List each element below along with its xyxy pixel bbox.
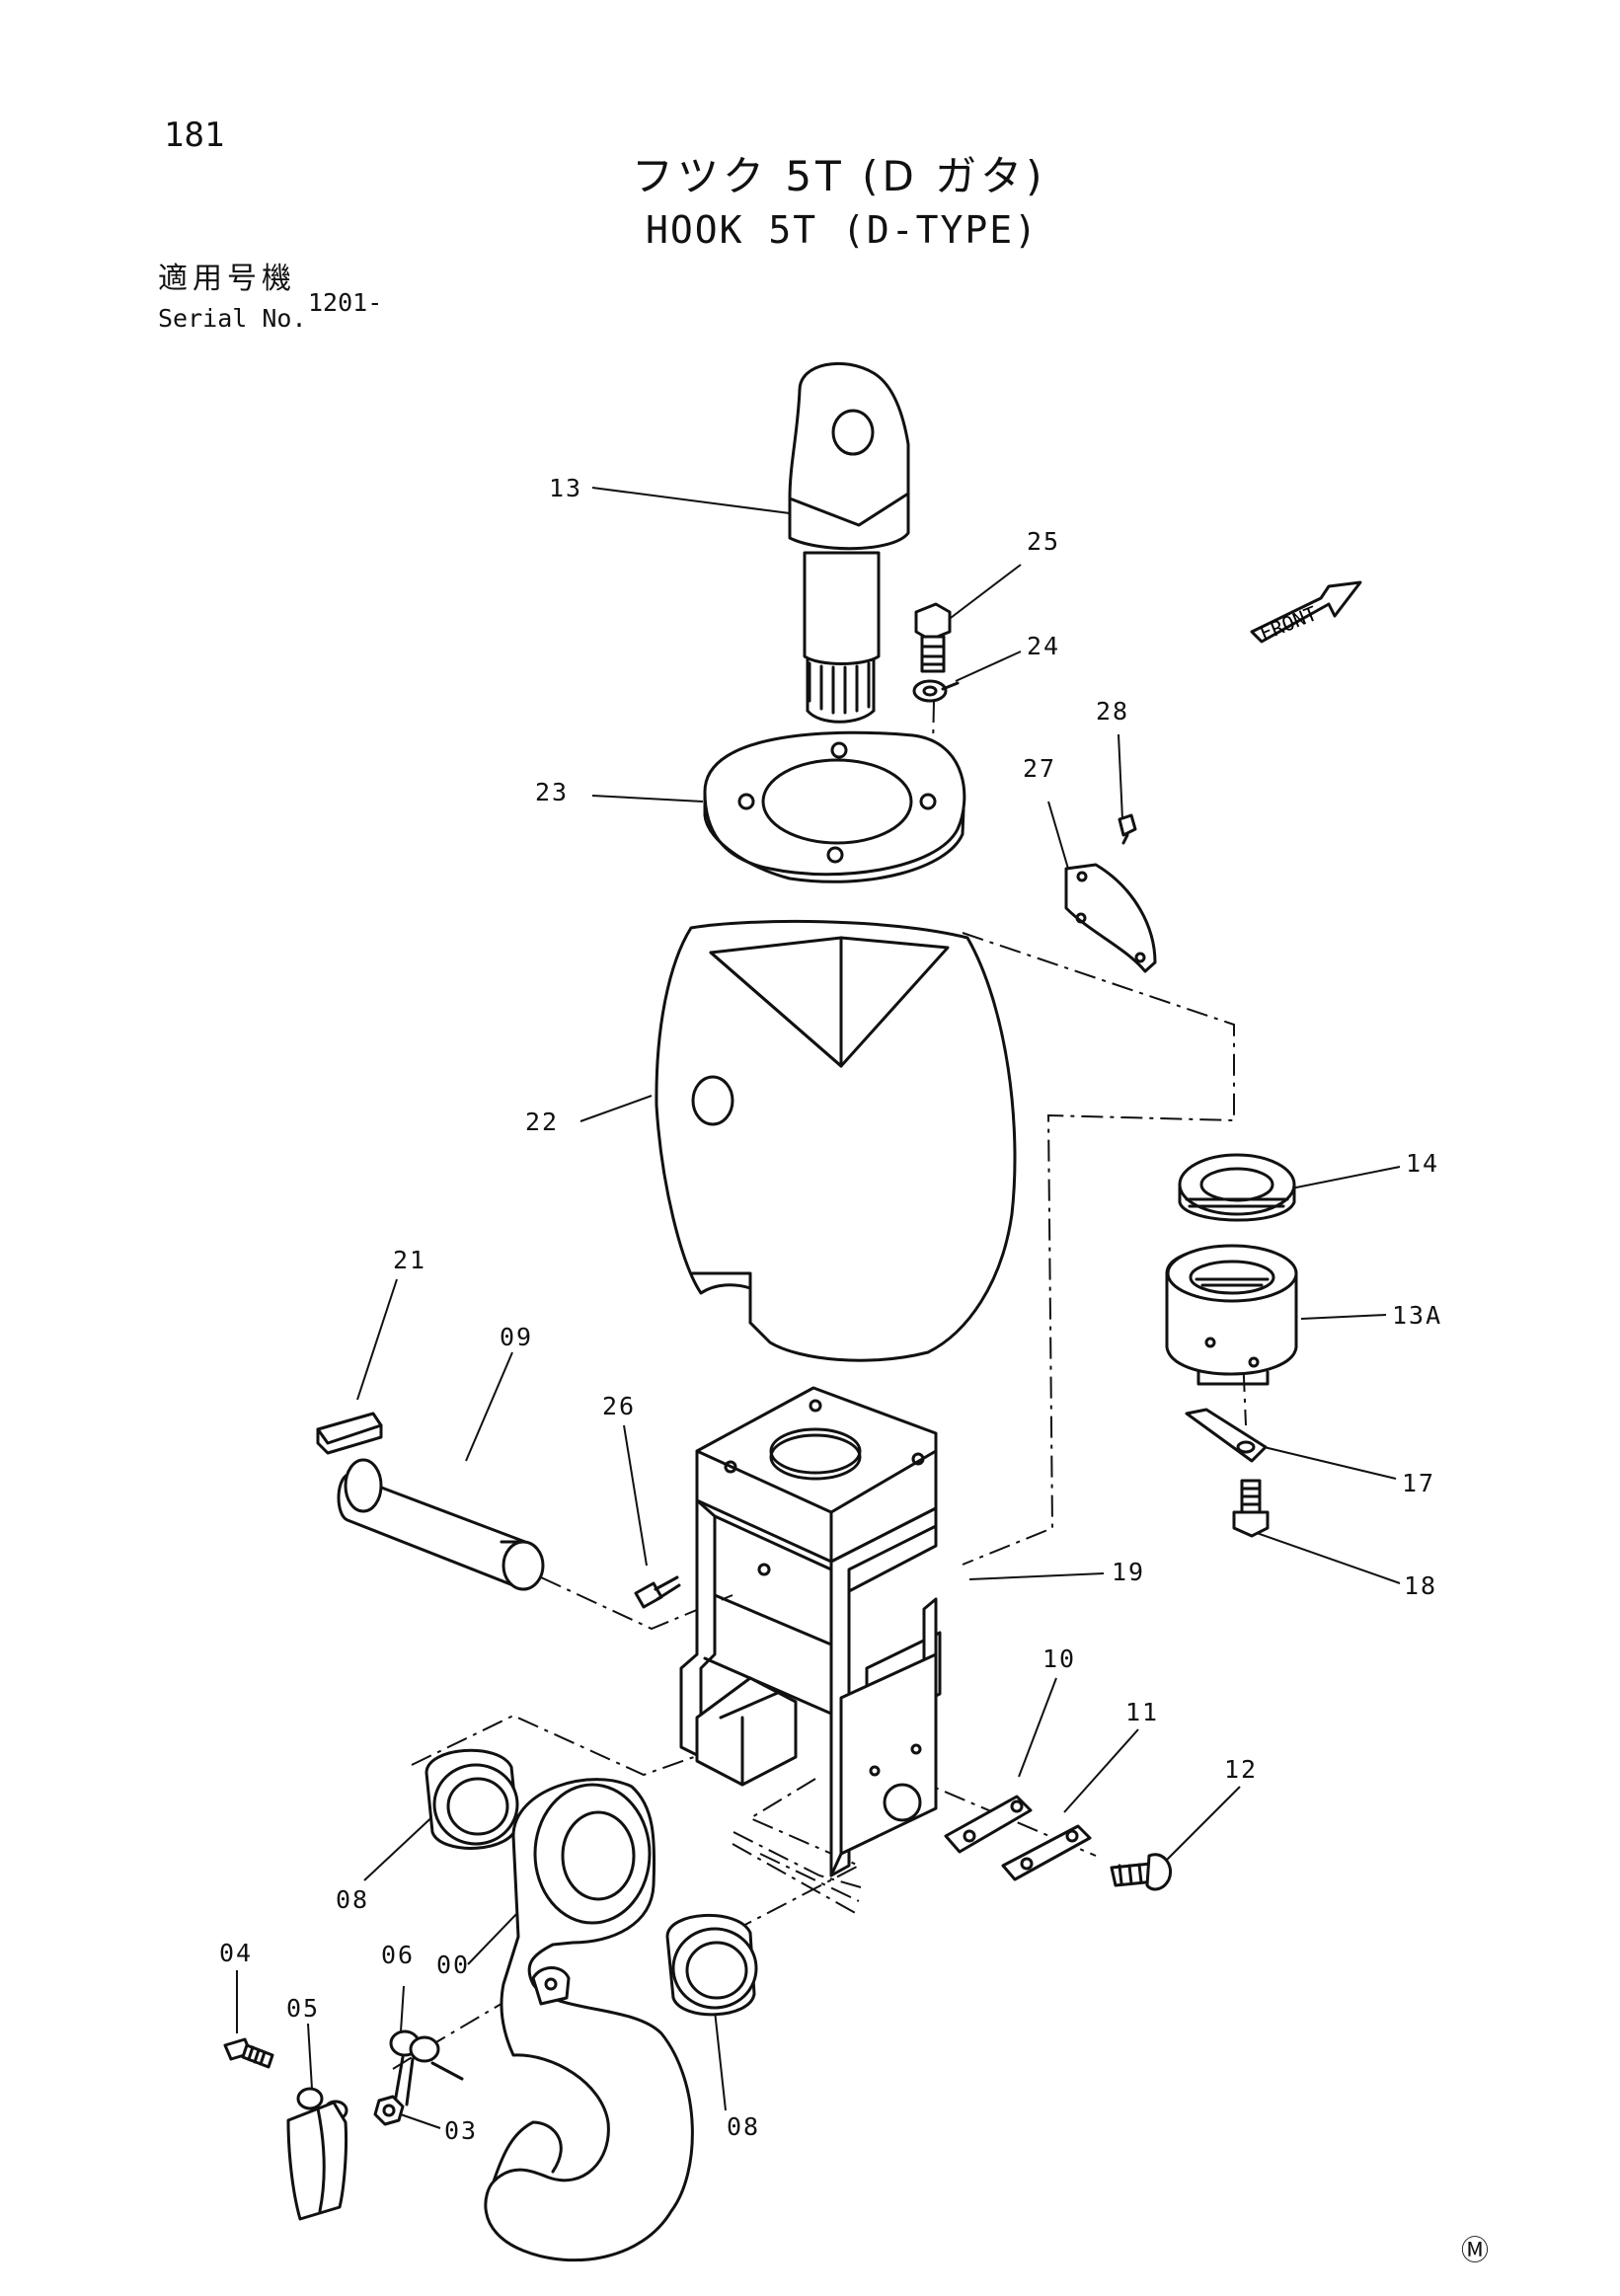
part-label-03: 03 bbox=[444, 2116, 479, 2145]
title-japanese: フツク 5T (D ガタ) bbox=[632, 152, 1046, 200]
part-label-23: 23 bbox=[535, 778, 570, 806]
serial-number-value: 1201- bbox=[308, 288, 383, 317]
part-14-thrust-bearing bbox=[1178, 1153, 1296, 1222]
part-label-11: 11 bbox=[1125, 1698, 1160, 1726]
part-label-08-left: 08 bbox=[336, 1885, 370, 1914]
footer-mark: Ⓜ bbox=[1461, 2234, 1490, 2266]
serial-label-english: Serial No. bbox=[158, 304, 307, 333]
part-24-washer bbox=[912, 679, 960, 703]
front-direction-arrow: FRONT bbox=[1250, 580, 1362, 646]
part-label-25: 25 bbox=[1027, 527, 1061, 556]
part-label-18: 18 bbox=[1404, 1571, 1438, 1600]
part-13-eye-bolt bbox=[788, 361, 910, 724]
serial-label-japanese: 適用号機 bbox=[158, 262, 296, 296]
part-label-10: 10 bbox=[1042, 1645, 1077, 1673]
part-label-27: 27 bbox=[1023, 754, 1057, 783]
part-label-22: 22 bbox=[525, 1108, 560, 1136]
part-label-09: 09 bbox=[500, 1323, 534, 1351]
part-label-05: 05 bbox=[286, 1994, 321, 2023]
part-03-nut bbox=[373, 2095, 405, 2126]
part-label-17: 17 bbox=[1402, 1469, 1436, 1497]
title-english: HOOK 5T (D-TYPE) bbox=[646, 208, 1040, 252]
part-17-lock-plate bbox=[1185, 1408, 1268, 1463]
front-label: FRONT bbox=[1257, 601, 1321, 646]
part-28-grease-nipple bbox=[1118, 813, 1137, 845]
part-label-26: 26 bbox=[602, 1392, 637, 1420]
part-label-24: 24 bbox=[1027, 632, 1061, 660]
part-08-bush-left bbox=[424, 1748, 519, 1850]
part-label-14: 14 bbox=[1406, 1149, 1440, 1178]
part-05-latch bbox=[286, 2087, 348, 2221]
part-18-bolt bbox=[1232, 1479, 1270, 1538]
part-26-grease-nipple bbox=[634, 1575, 681, 1609]
part-00-hook bbox=[484, 1778, 694, 2262]
part-label-06: 06 bbox=[381, 1941, 416, 1969]
part-label-12: 12 bbox=[1224, 1755, 1259, 1784]
part-06-spring bbox=[389, 2029, 464, 2106]
part-23-plate bbox=[703, 730, 966, 883]
part-21-key bbox=[316, 1412, 383, 1455]
part-13a-hook-nut bbox=[1165, 1244, 1298, 1386]
part-label-04: 04 bbox=[219, 1939, 254, 1967]
part-11-shim bbox=[1001, 1824, 1092, 1881]
part-19-frame bbox=[679, 1386, 942, 1877]
part-27-cover-plate bbox=[1064, 863, 1157, 973]
part-25-bolt bbox=[914, 602, 952, 673]
part-09-pin bbox=[337, 1458, 545, 1591]
part-08-bush-right bbox=[665, 1914, 758, 2017]
part-04-bolt bbox=[223, 2037, 274, 2069]
part-10-lock-plate bbox=[944, 1795, 1033, 1854]
part-label-13: 13 bbox=[549, 474, 583, 502]
part-label-21: 21 bbox=[393, 1246, 427, 1274]
part-label-00: 00 bbox=[436, 1951, 471, 1979]
part-22-hood bbox=[655, 919, 1017, 1362]
part-label-13a: 13A bbox=[1392, 1301, 1443, 1330]
part-12-bolt bbox=[1110, 1853, 1172, 1891]
part-label-28: 28 bbox=[1096, 697, 1130, 726]
part-label-08-right: 08 bbox=[727, 2112, 761, 2141]
page-number: 181 bbox=[164, 115, 225, 155]
part-label-19: 19 bbox=[1112, 1558, 1146, 1586]
